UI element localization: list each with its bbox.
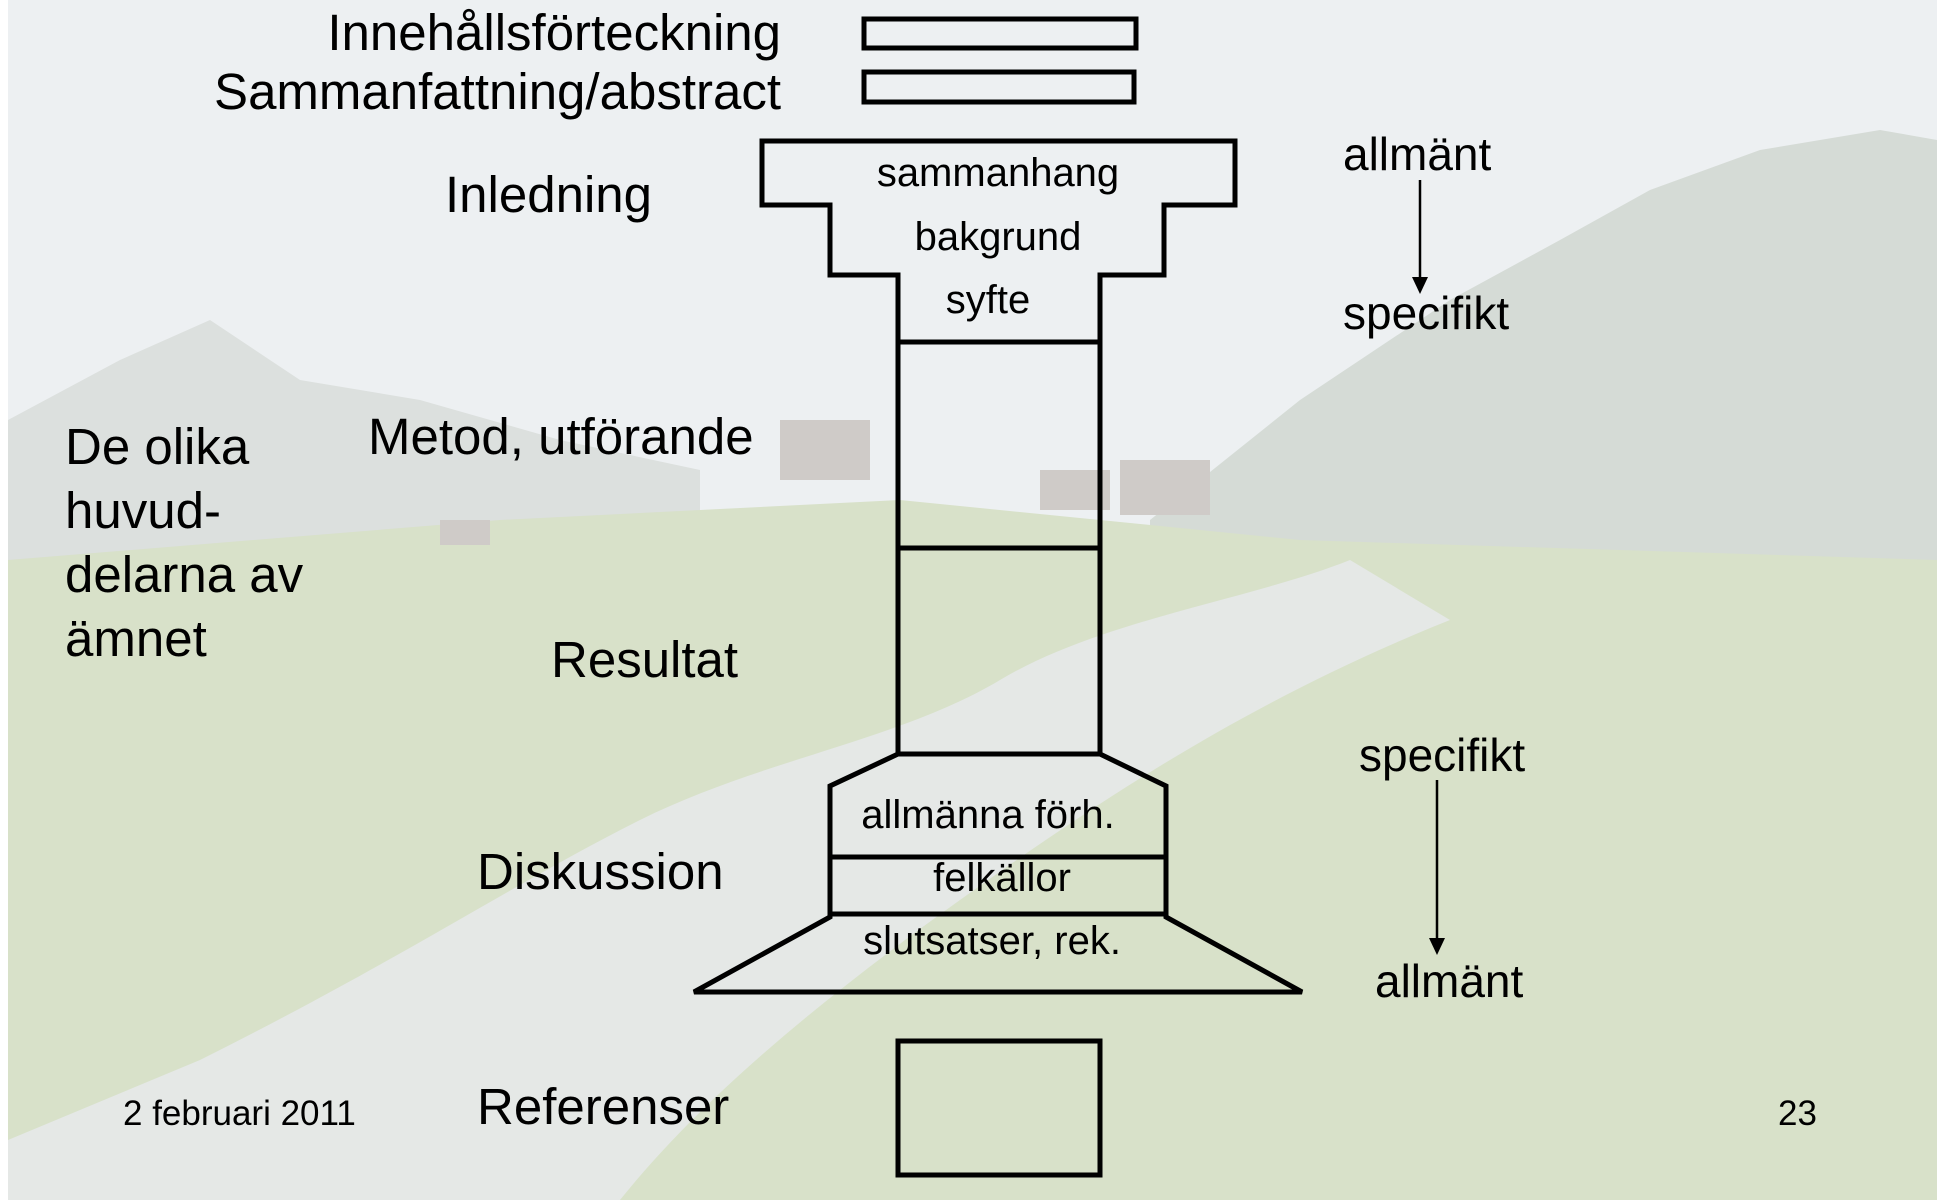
scope-arrow-bottom bbox=[1429, 780, 1445, 955]
contents-box bbox=[861, 16, 1139, 51]
introduction-label: Inledning bbox=[445, 166, 652, 223]
references-box bbox=[895, 1038, 1103, 1178]
main-parts-line: huvud- bbox=[65, 482, 221, 539]
footer-date: 2 februari 2011 bbox=[123, 1094, 356, 1133]
scope-top-from: allmänt bbox=[1343, 128, 1492, 180]
discussion-item: allmänna förh. bbox=[861, 793, 1114, 837]
scope-bottom-from: specifikt bbox=[1359, 729, 1525, 781]
main-parts-line: ämnet bbox=[65, 610, 207, 667]
river-shape bbox=[8, 560, 1450, 1200]
method-label: Metod, utförande bbox=[368, 408, 754, 465]
method-column bbox=[895, 339, 1103, 551]
page-number: 23 bbox=[1778, 1094, 1817, 1133]
introduction-item: syfte bbox=[946, 278, 1030, 322]
discussion-base bbox=[692, 751, 1304, 995]
discussion-label: Diskussion bbox=[477, 843, 724, 900]
results-label: Resultat bbox=[551, 631, 738, 688]
abstract-box bbox=[861, 69, 1137, 105]
scope-arrow-top bbox=[1412, 180, 1428, 294]
discussion-item: slutsatser, rek. bbox=[863, 919, 1121, 963]
main-parts-line: delarna av bbox=[65, 546, 304, 603]
scope-bottom-to: allmänt bbox=[1375, 955, 1524, 1007]
references-label: Referenser bbox=[477, 1078, 729, 1135]
introduction-item: sammanhang bbox=[877, 151, 1119, 195]
scope-top-to: specifikt bbox=[1343, 287, 1509, 339]
main-parts-note: De olika huvud- delarna av ämnet bbox=[65, 418, 304, 667]
main-parts-line: De olika bbox=[65, 418, 250, 475]
discussion-item: felkällor bbox=[933, 856, 1071, 900]
abstract-label: Sammanfattning/abstract bbox=[214, 63, 781, 120]
results-column bbox=[895, 545, 1103, 757]
introduction-item: bakgrund bbox=[915, 215, 1082, 259]
contents-label: Innehållsförteckning bbox=[327, 4, 781, 61]
